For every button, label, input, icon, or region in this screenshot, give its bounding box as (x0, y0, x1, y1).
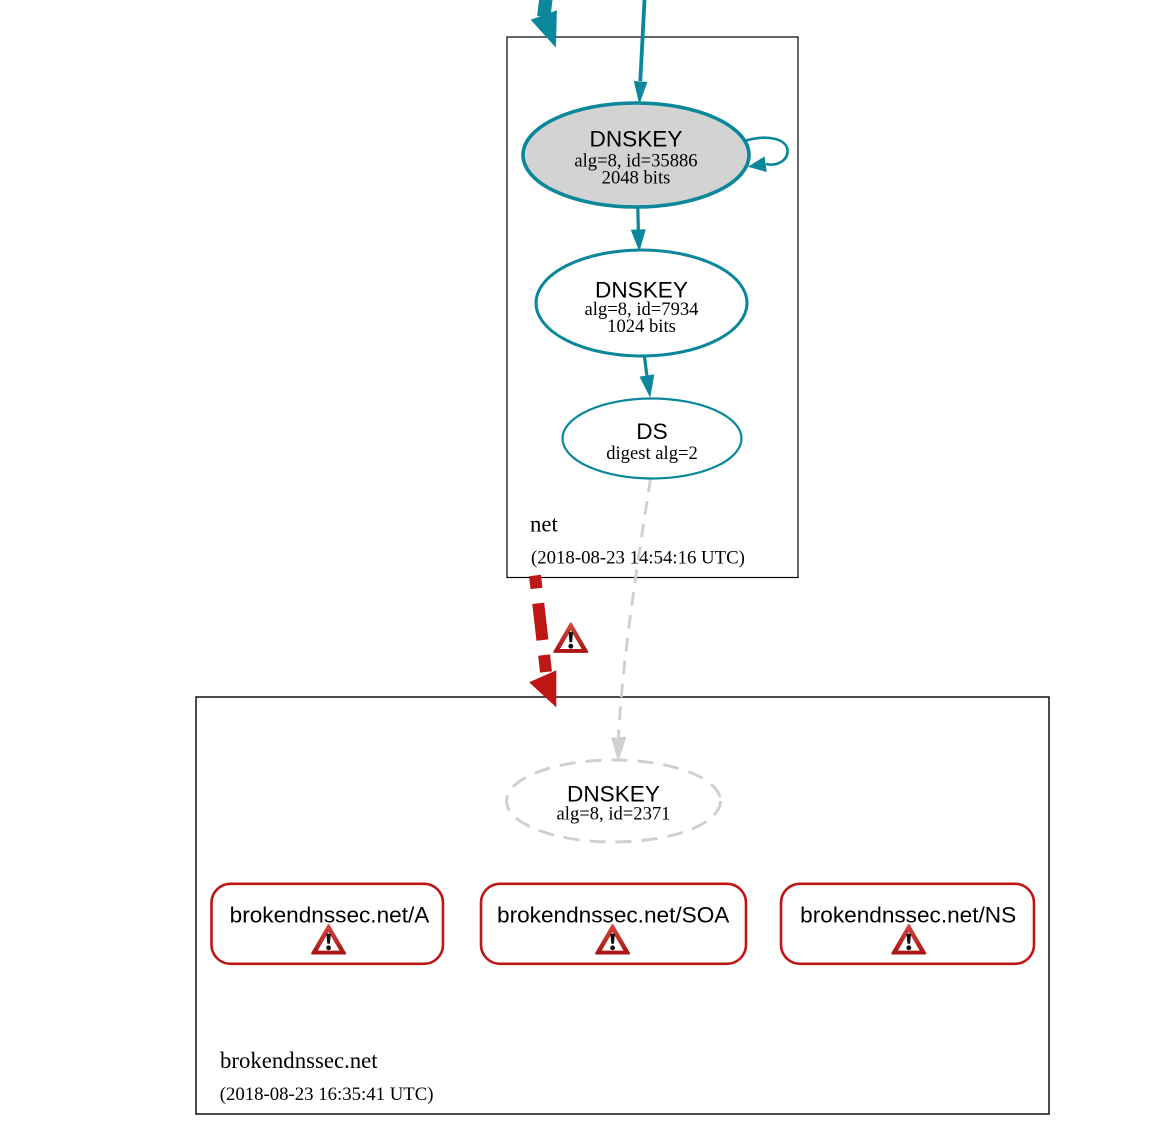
svg-text:DNSKEY: DNSKEY (567, 782, 660, 807)
svg-text:DS: DS (636, 419, 667, 444)
svg-text:alg=8, id=2371: alg=8, id=2371 (557, 804, 671, 825)
svg-text:brokendnssec.net/NS: brokendnssec.net/NS (800, 902, 1016, 927)
svg-text:(2018-08-23 16:35:41 UTC): (2018-08-23 16:35:41 UTC) (220, 1084, 434, 1105)
svg-text:net: net (530, 512, 559, 537)
svg-text:2048 bits: 2048 bits (602, 168, 671, 189)
svg-text:brokendnssec.net: brokendnssec.net (220, 1048, 378, 1073)
svg-text:DNSKEY: DNSKEY (595, 278, 688, 303)
svg-text:alg=8, id=35886: alg=8, id=35886 (574, 151, 697, 172)
svg-text:brokendnssec.net/A: brokendnssec.net/A (230, 902, 431, 927)
svg-text:brokendnssec.net/SOA: brokendnssec.net/SOA (497, 902, 730, 927)
svg-text:alg=8, id=7934: alg=8, id=7934 (585, 299, 699, 320)
svg-text:digest alg=2: digest alg=2 (606, 443, 698, 464)
svg-text:DNSKEY: DNSKEY (590, 127, 683, 152)
svg-text:(2018-08-23 14:54:16 UTC): (2018-08-23 14:54:16 UTC) (531, 547, 745, 568)
svg-text:1024 bits: 1024 bits (607, 316, 676, 337)
